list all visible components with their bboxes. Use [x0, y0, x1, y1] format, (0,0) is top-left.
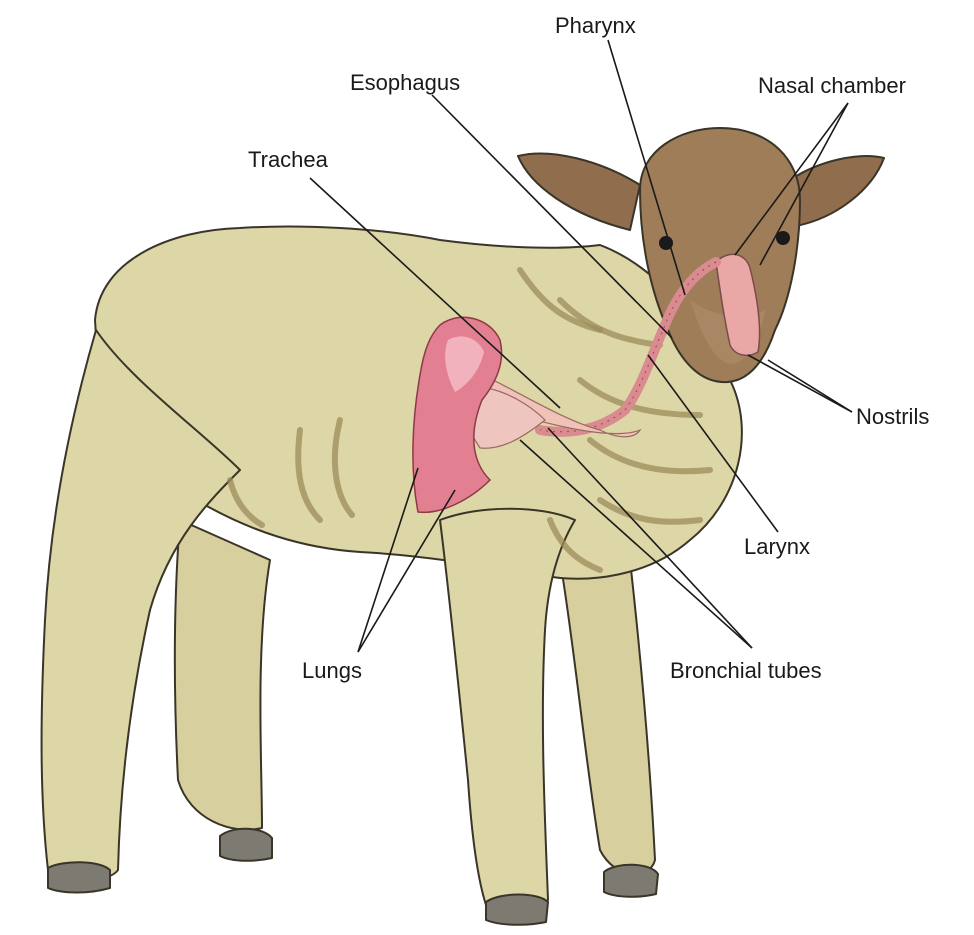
hoof-icon: [486, 895, 548, 925]
hoof-icon: [220, 829, 658, 897]
hoof-icon: [48, 862, 110, 892]
lamb-front-leg: [440, 509, 575, 911]
lamb-right-ear: [790, 156, 884, 226]
lamb-left-ear: [518, 154, 640, 230]
label-pharynx: Pharynx: [555, 13, 636, 38]
label-larynx: Larynx: [744, 534, 810, 559]
label-nasal-chamber: Nasal chamber: [758, 73, 906, 98]
label-trachea: Trachea: [248, 147, 329, 172]
label-bronchial-tubes: Bronchial tubes: [670, 658, 822, 683]
label-nostrils: Nostrils: [856, 404, 929, 429]
label-lungs: Lungs: [302, 658, 362, 683]
label-esophagus: Esophagus: [350, 70, 460, 95]
